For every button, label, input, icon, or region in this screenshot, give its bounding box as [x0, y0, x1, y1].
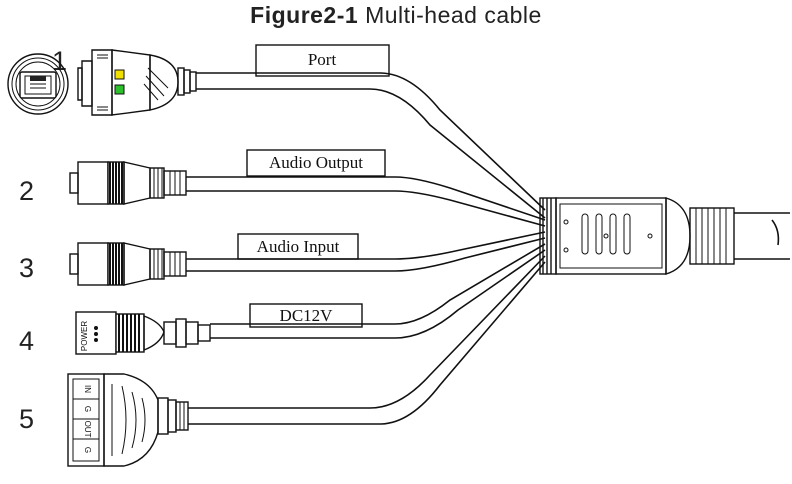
figure-caption: Figure2-1 Multi-head cable: [0, 2, 792, 29]
audio-output-jack: [69, 161, 187, 205]
connector-number-2: 2: [19, 176, 34, 206]
dc-power-jack: POWER: [75, 311, 211, 355]
label-audio-output: Audio Output: [269, 153, 363, 172]
terminal-pin-2: G: [83, 406, 92, 412]
connector-number-5: 5: [19, 404, 34, 434]
connector-number-3: 3: [19, 253, 34, 283]
label-audio-input-box: Audio Input: [237, 233, 359, 260]
cable-bundle: [186, 72, 546, 425]
cable-terminal: [188, 255, 546, 409]
cable-audio-output: [186, 176, 546, 221]
terminal-pin-1: IN: [83, 385, 92, 393]
cable-dc12v: [210, 243, 546, 325]
audio-input-jack: [69, 242, 187, 286]
power-jack-text: POWER: [80, 321, 89, 351]
figure-number: Figure2-1: [250, 2, 359, 28]
rj45-connector: [77, 49, 197, 116]
label-audio-output-box: Audio Output: [246, 149, 386, 177]
terminal-pin-4: G: [83, 447, 92, 453]
label-dc12v: DC12V: [280, 306, 334, 325]
label-port: Port: [308, 50, 337, 69]
label-audio-input: Audio Input: [257, 237, 340, 256]
terminal-pin-3: OUT: [83, 421, 92, 438]
rj45-port-face: [7, 53, 69, 115]
cable-audio-input: [186, 231, 546, 260]
label-dc12v-box: DC12V: [249, 303, 363, 328]
led-yellow-icon: [114, 69, 125, 80]
connector-number-4: 4: [19, 326, 34, 356]
terminal-block-connector: IN G OUT G: [67, 373, 189, 467]
cable-port: [196, 72, 546, 211]
led-green-icon: [114, 84, 125, 95]
label-port-box: Port: [255, 44, 390, 77]
figure-title: Multi-head cable: [365, 2, 542, 28]
cable-hub-connector: [539, 197, 790, 275]
